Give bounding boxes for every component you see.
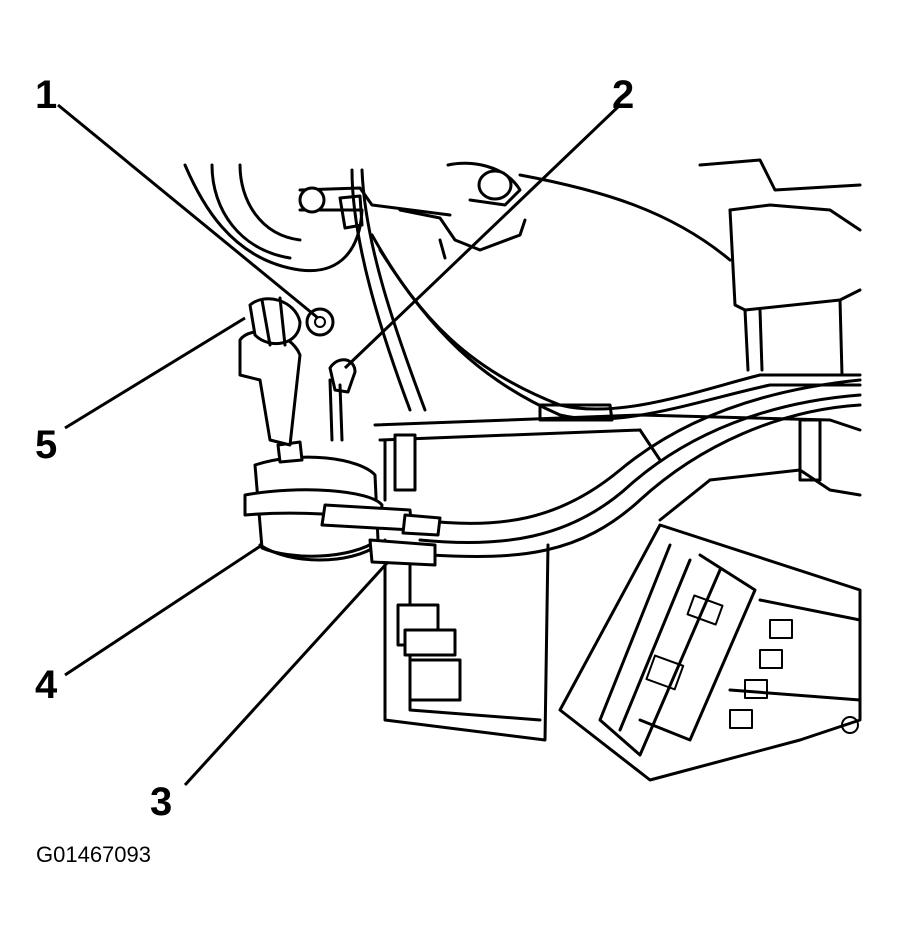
mounting-bracket (238, 296, 302, 447)
upper-right-block (728, 203, 862, 377)
center-housing (373, 413, 862, 742)
leader-3 (183, 560, 390, 787)
leader-5 (64, 316, 246, 430)
upper-housing (183, 158, 862, 273)
leader-2 (343, 103, 622, 370)
wire-harness (350, 168, 862, 558)
callout-3: 3 (150, 780, 173, 824)
callout-1: 1 (35, 73, 58, 117)
control-panel (558, 523, 862, 782)
callout-2: 2 (612, 73, 635, 117)
hose-connector (305, 307, 357, 442)
vacuum-actuator (243, 440, 442, 567)
leader-1 (57, 103, 319, 320)
callout-4: 4 (35, 663, 58, 707)
leader-4 (64, 543, 263, 677)
figure-code: G01467093 (36, 842, 151, 867)
callout-5: 5 (35, 423, 58, 467)
